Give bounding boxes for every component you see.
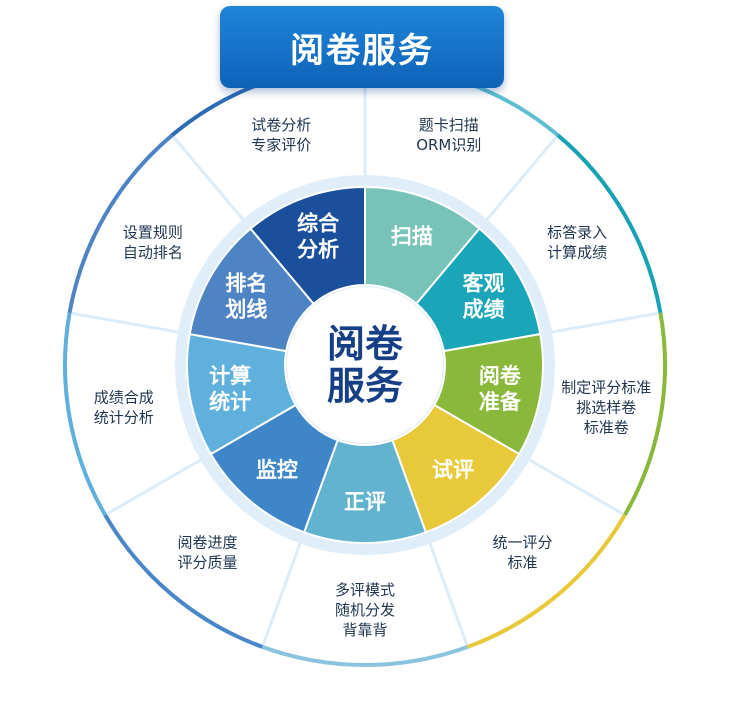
outer-rim-arc bbox=[261, 645, 469, 667]
center-circle: 阅卷服务 bbox=[287, 287, 443, 443]
segment-label: 统计 bbox=[209, 390, 251, 414]
segment-label: 综合 bbox=[297, 211, 340, 235]
segment-wedge bbox=[249, 185, 366, 306]
outer-divider bbox=[71, 311, 183, 335]
outer-divider bbox=[427, 539, 469, 646]
segment-label: 扫描 bbox=[391, 224, 433, 248]
outer-divider bbox=[483, 135, 558, 224]
center-label: 服务 bbox=[327, 364, 403, 408]
outer-label-line: 挑选样卷 bbox=[576, 399, 636, 417]
outer-divider bbox=[106, 456, 205, 516]
outer-label-line: 阅卷进度 bbox=[178, 534, 238, 552]
segment-label: 排名 bbox=[225, 272, 267, 296]
outer-divider bbox=[525, 456, 624, 516]
outer-label-line: 成绩合成 bbox=[94, 389, 154, 407]
outer-rim-arc bbox=[556, 133, 663, 314]
outer-divider bbox=[172, 135, 247, 224]
outer-label-line: ORM识别 bbox=[416, 136, 481, 154]
segment-label: 监控 bbox=[256, 458, 298, 482]
title-text: 阅卷服务 bbox=[290, 30, 434, 71]
outer-label-line: 试卷分析 bbox=[251, 116, 311, 134]
segment-label: 试评 bbox=[432, 458, 474, 482]
outer-label: 题卡扫描 ORM识别 bbox=[416, 116, 481, 154]
outer-label-line: 随机分发 bbox=[335, 601, 395, 619]
outer-rim-arc bbox=[623, 312, 667, 516]
title-banner: 阅卷服务 bbox=[220, 6, 504, 88]
segment-label: 客观 bbox=[463, 272, 505, 296]
outer-rim-arc bbox=[466, 513, 627, 649]
outer-label-line: 自动排名 bbox=[123, 244, 183, 262]
outer-divider bbox=[261, 539, 303, 646]
center-disc bbox=[287, 287, 443, 443]
segment-label: 阅卷 bbox=[479, 364, 522, 388]
segment-label: 划线 bbox=[225, 298, 267, 322]
outer-label-line: 背靠背 bbox=[342, 621, 387, 639]
outer-rim-arc bbox=[63, 312, 107, 516]
outer-label-line: 设置规则 bbox=[123, 224, 183, 242]
segment-label: 成绩 bbox=[463, 298, 505, 322]
segment-label: 准备 bbox=[479, 390, 522, 414]
outer-divider bbox=[547, 311, 659, 335]
segment-label: 计算 bbox=[209, 364, 251, 388]
outer-label-line: 评分质量 bbox=[178, 554, 238, 572]
outer-label-line: 专家评价 bbox=[251, 136, 311, 154]
outer-label-line: 计算成绩 bbox=[547, 244, 607, 262]
outer-label-line: 统一评分 bbox=[492, 534, 552, 552]
center-label: 阅卷 bbox=[327, 322, 404, 366]
outer-rim-arc bbox=[67, 133, 174, 314]
outer-rim-arc bbox=[103, 513, 264, 649]
outer-label-line: 标准 bbox=[507, 554, 537, 572]
outer-label-line: 标答录入 bbox=[547, 224, 607, 242]
outer-label-line: 多评模式 bbox=[335, 581, 395, 599]
outer-label-line: 标准卷 bbox=[584, 419, 629, 437]
outer-label-line: 统计分析 bbox=[94, 409, 154, 427]
outer-label-line: 题卡扫描 bbox=[419, 116, 479, 134]
segment-label: 分析 bbox=[297, 237, 339, 261]
outer-label-line: 制定评分标准 bbox=[561, 379, 651, 397]
segment-label: 正评 bbox=[344, 490, 386, 514]
